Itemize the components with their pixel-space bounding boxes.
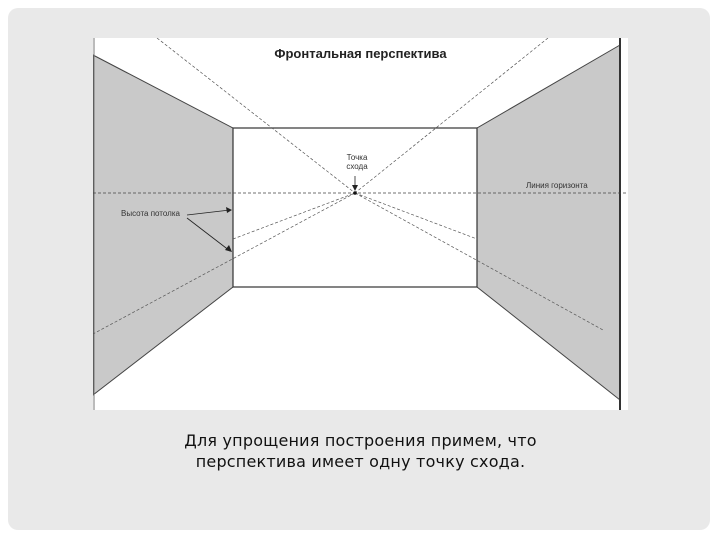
ceiling-height-label: Высота потолка: [121, 209, 180, 218]
convergence-lines: [93, 38, 604, 335]
caption-line-2: перспектива имеет одну точку схода.: [195, 452, 526, 471]
convergence-line: [232, 192, 356, 240]
convergence-line: [93, 192, 356, 335]
right-wall: [476, 44, 621, 402]
vanishing-point-label: Точка схода: [346, 153, 368, 171]
back-wall: [232, 127, 478, 288]
convergence-line: [354, 192, 478, 240]
caption-line-1: Для упрощения построения примем, что: [184, 431, 537, 450]
ceiling-arrow-top-head: [226, 207, 232, 213]
convergence-line: [156, 38, 356, 194]
horizon-line-label: Линия горизонта: [526, 181, 588, 190]
ceiling-arrow-top: [186, 209, 231, 216]
convergence-line: [354, 192, 604, 331]
perspective-diagram: Фронтальная перспектива Точка схода Лини…: [93, 38, 628, 410]
ceiling-arrow-bottom: [186, 217, 231, 252]
vp-arrow-head: [352, 185, 358, 191]
diagram-title: Фронтальная перспектива: [274, 46, 447, 61]
convergence-line: [354, 38, 549, 194]
ceiling-arrow-bottom-head: [225, 245, 232, 252]
slide-caption: Для упрощения построения примем, что пер…: [93, 430, 628, 472]
left-wall: [93, 54, 234, 396]
diagram-canvas: [93, 38, 628, 410]
vanishing-point: [353, 191, 357, 195]
